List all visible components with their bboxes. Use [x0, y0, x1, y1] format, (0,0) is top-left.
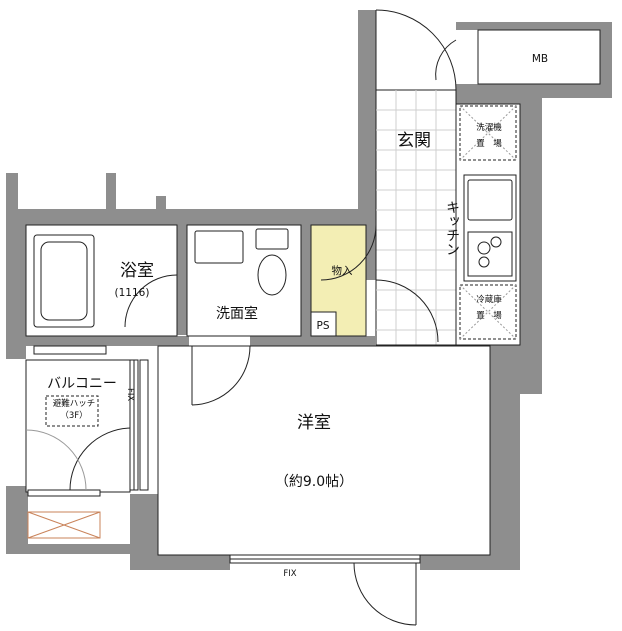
room-label-bath: 浴室	[120, 261, 154, 281]
washroom-door-swing	[191, 345, 251, 406]
balcony-door-swing	[69, 427, 131, 491]
bottom-door-swing	[353, 562, 417, 626]
stove	[467, 231, 513, 277]
balcony-sill-bottom	[27, 489, 101, 497]
mb-label: MB	[532, 53, 548, 65]
washer-label-2: 置 場	[476, 138, 502, 149]
ps-label: PS	[317, 320, 330, 332]
mb-room	[477, 29, 601, 85]
wall-ps	[311, 336, 375, 346]
burner-1	[477, 241, 491, 255]
balcony-door-swing2	[25, 429, 87, 491]
window-balcony-side2	[139, 359, 149, 491]
wall-right-step	[490, 380, 542, 394]
hatch-label-2: （3F）	[60, 410, 87, 421]
bath-door-swing	[124, 274, 178, 328]
wall-mid2	[250, 336, 312, 346]
room-label-balcony: バルコニー	[47, 376, 117, 392]
toilet-tank	[255, 228, 289, 250]
fridge-label-2: 置 場	[476, 310, 502, 321]
fix-label-side: FIX	[125, 388, 135, 401]
room-label-washroom: 洗面室	[216, 305, 258, 322]
storage-door-swing	[320, 224, 377, 281]
wall-right-block	[520, 84, 542, 394]
wall-mid	[26, 336, 189, 346]
room-label-entrance: 玄関	[397, 131, 431, 151]
hatch-label-1: 避難ハッチ	[53, 398, 96, 409]
ps-box	[310, 311, 337, 337]
kitchen-zone	[455, 103, 521, 346]
room-label-western: 洋室	[297, 413, 331, 433]
mb-door-swing	[435, 39, 457, 81]
kitchen-sink	[467, 179, 513, 221]
wall-balcony-bottom	[6, 544, 158, 554]
room-door-swing	[375, 279, 439, 343]
wall-left	[6, 209, 26, 359]
wall-mb-top	[456, 22, 612, 30]
toilet-bowl	[257, 254, 287, 296]
room-size-western: （約9.0帖）	[275, 474, 353, 490]
room-size-bath: (1116)	[115, 287, 150, 299]
wall-bottom-corner	[130, 494, 158, 570]
wall-entrance-left	[366, 225, 376, 280]
balcony-sill	[33, 345, 107, 355]
washer-label-1: 洗濯機	[476, 122, 502, 133]
room-label-storage: 物入	[332, 264, 353, 277]
wall-bottom-right	[420, 555, 520, 570]
vanity	[194, 230, 244, 264]
wall-top-bath	[6, 209, 376, 225]
wall-right	[490, 345, 520, 570]
room-label-kitchen: キッチン	[444, 200, 460, 256]
doors	[25, 9, 490, 626]
wall-left-lower	[6, 486, 28, 544]
wall-kitchen-back	[456, 98, 520, 104]
bathtub-inner	[40, 241, 88, 321]
wall-column	[358, 10, 376, 225]
evac-hatch	[45, 395, 99, 427]
wall-storage	[301, 225, 311, 343]
wall-bath-right	[177, 225, 187, 335]
fridge-label-1: 冷蔵庫	[476, 294, 502, 305]
burner-2	[490, 236, 502, 248]
front-door-swing	[375, 9, 457, 91]
washer-place	[459, 105, 517, 161]
wall-mb-right	[600, 22, 612, 94]
walls	[6, 10, 612, 570]
windows	[129, 359, 421, 564]
burner-3	[478, 256, 490, 268]
fixtures	[27, 228, 289, 539]
wall-stub-mid	[106, 173, 116, 225]
western-floor	[157, 345, 491, 556]
fix-label-bottom: FIX	[283, 569, 296, 579]
